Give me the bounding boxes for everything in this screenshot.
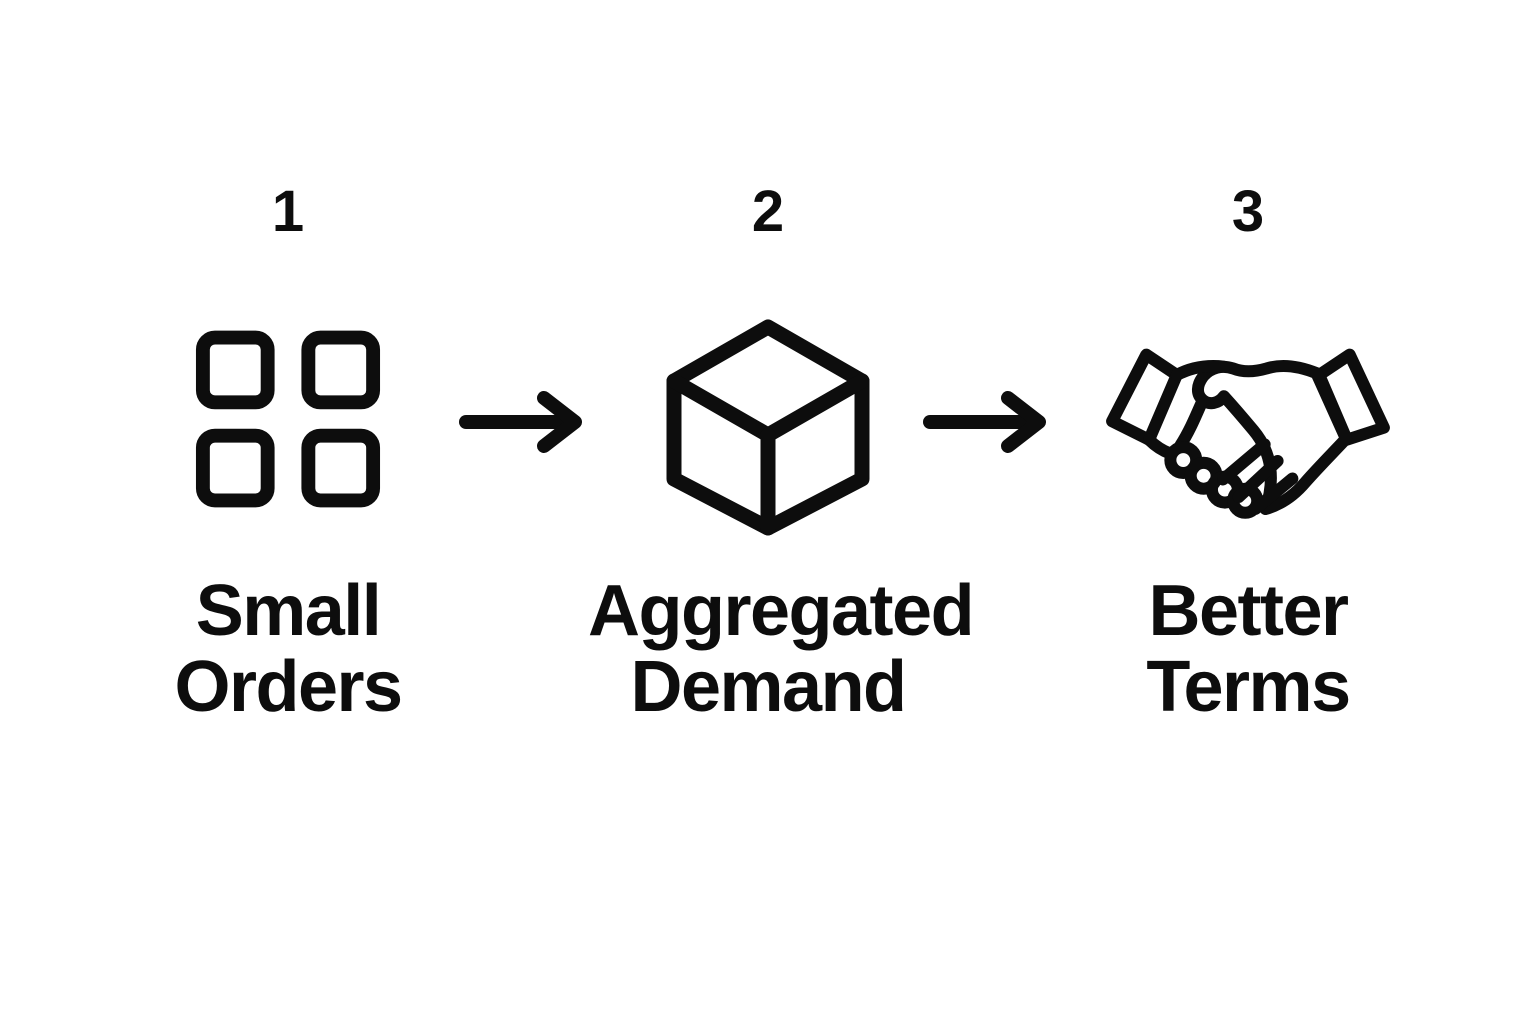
step-aggregated-demand: 2 Aggregated Demand bbox=[588, 0, 975, 1024]
step-label-line1: Better bbox=[1148, 571, 1349, 651]
step-number: 2 bbox=[751, 179, 785, 244]
step-label: Small Orders bbox=[108, 573, 468, 725]
step-label: Better Terms bbox=[1068, 573, 1428, 725]
step-label-line2: Orders bbox=[174, 647, 403, 727]
cube-icon bbox=[666, 319, 870, 536]
arrow-right-icon bbox=[458, 389, 582, 455]
step-label: Aggregated Demand bbox=[588, 571, 975, 727]
step-small-orders: 1 Small Orders bbox=[108, 0, 468, 1024]
arrow-right-icon bbox=[922, 389, 1046, 455]
step-label-line2: Terms bbox=[1146, 647, 1351, 727]
step-label-line2: Demand bbox=[630, 647, 907, 727]
handshake-icon bbox=[1100, 338, 1396, 534]
step-label-line1: Small bbox=[195, 571, 382, 651]
step-number: 3 bbox=[1231, 179, 1265, 244]
step-number: 1 bbox=[271, 179, 305, 244]
step-better-terms: 3 bbox=[1068, 0, 1428, 1024]
grid-of-squares-icon bbox=[195, 330, 381, 508]
step-label-line1: Aggregated bbox=[588, 571, 975, 651]
